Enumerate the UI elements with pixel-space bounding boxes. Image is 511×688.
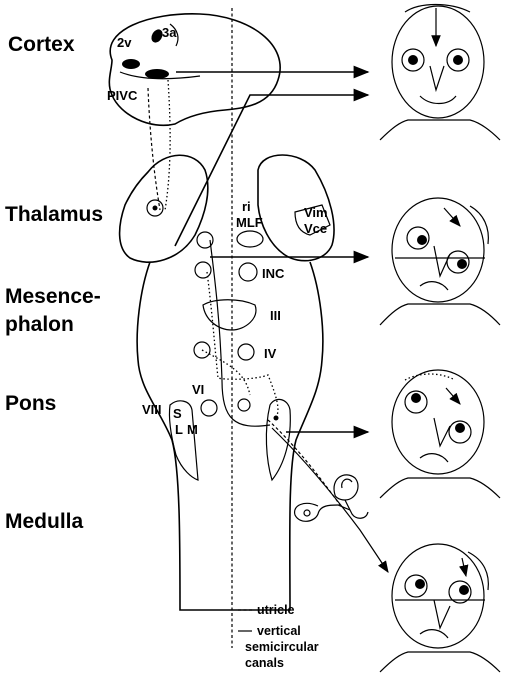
cortex-label: Cortex (8, 33, 75, 56)
legend-vertical-line1: vertical (257, 624, 301, 638)
labyrinth (295, 475, 368, 521)
vestibular-l-label: L (175, 422, 183, 437)
face-tilted-1 (380, 198, 500, 325)
nucleus-vi-label: VI (192, 382, 204, 397)
trochlear-connection (202, 350, 250, 395)
right-abducens-neuron (238, 399, 250, 411)
right-vestibular-neuron (274, 416, 279, 421)
mesencephalon-label-line2: phalon (5, 313, 74, 336)
nucleus-viii-label: VIII (142, 402, 162, 417)
face-upright (380, 5, 500, 141)
thalamus-label: Thalamus (5, 203, 103, 226)
vim-label: Vim (304, 205, 328, 220)
thalamus-cortex-arrow (175, 95, 368, 246)
face-tilted-2 (380, 370, 500, 498)
nucleus-iv-label: IV (264, 346, 277, 361)
left-inc-neuron (195, 262, 211, 278)
pons-label: Pons (5, 392, 56, 415)
legend-vertical-line3: canals (245, 656, 284, 670)
medulla-label: Medulla (5, 510, 83, 533)
vestibular-s-label: S (173, 406, 182, 421)
ri-label: ri (242, 199, 251, 214)
cortical-projection-2 (165, 80, 170, 210)
pivc-blob (145, 69, 169, 79)
mesencephalon-label-line1: Mesence- (5, 285, 101, 308)
legend-vertical-line2: semicircular (245, 640, 319, 654)
vestibular-m-label: M (187, 422, 198, 437)
thalamus-left (120, 155, 208, 262)
abducens-nucleus (201, 400, 217, 416)
thalamic-relay-core (153, 206, 158, 211)
inc-label: INC (262, 266, 285, 281)
face-tilted-3 (380, 544, 500, 672)
area-3a-label: 3a (162, 25, 177, 40)
nucleus-iii-label: III (270, 308, 281, 323)
inc-nucleus (239, 263, 257, 281)
vce-label: Vce (304, 221, 327, 236)
cortex-shape (109, 14, 280, 125)
trochlear-nucleus (238, 344, 254, 360)
right-vestibular-nuclei (266, 399, 290, 480)
brainstem-outline (137, 262, 323, 610)
pivc-label: PIVC (107, 88, 138, 103)
cortical-projection-1 (148, 88, 160, 210)
legend-utricle-label: utricle (257, 603, 295, 617)
rimlf-nucleus (237, 231, 263, 247)
mlf-label: MLF (236, 215, 263, 230)
area-2v-blob (122, 59, 140, 69)
area-2v-label: 2v (117, 35, 132, 50)
